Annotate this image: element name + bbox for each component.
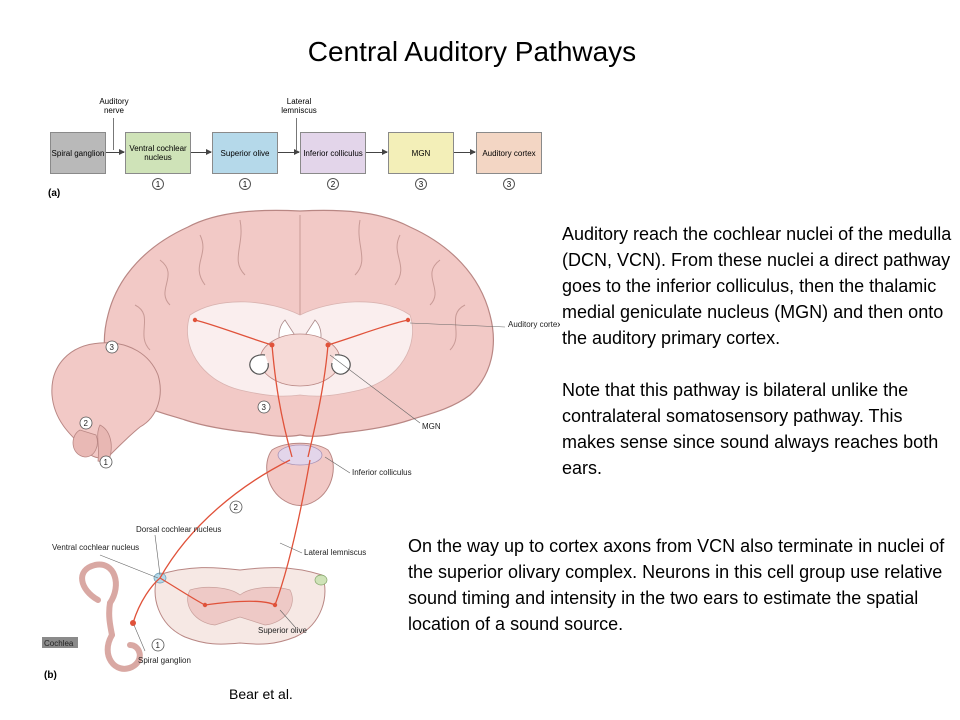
flow-arrow <box>454 149 476 155</box>
flow-box-auditory-cortex: Auditory cortex <box>476 132 542 174</box>
marker-1-bottom: 1 <box>156 641 161 650</box>
right-hippocampus <box>331 354 351 375</box>
auditory-pathway-figure: 3 2 1 3 2 1 Auditory cortex MGN Inferior… <box>42 209 560 681</box>
label-ventral-cochlear-nucleus: Ventral cochlear nucleus <box>52 543 139 552</box>
flow-arrow <box>191 149 212 155</box>
flow-number-badge: 1 <box>239 178 251 190</box>
flow-number-badge: 3 <box>415 178 427 190</box>
figure-credit: Bear et al. <box>229 686 293 702</box>
right-cortex-dot <box>405 317 411 323</box>
label-superior-olive: Superior olive <box>258 626 307 635</box>
auditory-nerve-label: Auditory nerve <box>99 97 129 115</box>
label-cochlea: Cochlea <box>44 639 74 648</box>
number-markers: 3 2 1 3 2 1 <box>79 340 271 652</box>
flow-box-spiral-ganglion: Spiral ganglion <box>50 132 106 174</box>
paragraph-bilateral-note: Note that this pathway is bilateral unli… <box>562 380 939 478</box>
auditory-pathway-lines <box>132 319 409 624</box>
page-title: Central Auditory Pathways <box>307 36 637 67</box>
pathway-flow-diagram: Auditory nerve Lateral lemniscus Spiral … <box>40 90 560 210</box>
flow-box-superior-olive: Superior olive <box>212 132 278 174</box>
marker-3-mid: 3 <box>262 403 267 412</box>
flow-number-badge: 1 <box>152 178 164 190</box>
lateral-lemniscus-pointer <box>296 118 297 150</box>
flow-number-badge: 2 <box>327 178 339 190</box>
flow-box-mgn: MGN <box>388 132 454 174</box>
flow-arrow <box>106 149 125 155</box>
cochlea-tag <box>42 637 78 648</box>
flow-number-badge: 3 <box>503 178 515 190</box>
panel-label-a: (a) <box>48 188 61 199</box>
flow-box-ventral-cochlear-nucleus: Ventral cochlear nucleus <box>125 132 191 174</box>
label-spiral-ganglion: Spiral ganglion <box>138 656 191 665</box>
thalamus <box>259 333 341 387</box>
label-lateral-lemniscus: Lateral lemniscus <box>304 548 366 557</box>
label-auditory-cortex: Auditory cortex <box>508 320 560 329</box>
paragraph-pathway-description: Auditory reach the cochlear nuclei of th… <box>562 224 952 348</box>
label-dorsal-cochlear-nucleus: Dorsal cochlear nucleus <box>136 525 221 534</box>
paragraph-superior-olive: On the way up to cortex axons from VCN a… <box>408 536 945 634</box>
flow-box-inferior-colliculus: Inferior colliculus <box>300 132 366 174</box>
label-inferior-colliculus: Inferior colliculus <box>352 468 412 477</box>
cortex-gyri <box>134 215 466 351</box>
marker-2-mid: 2 <box>234 503 239 512</box>
inferior-colliculus-shape <box>277 444 323 466</box>
label-leader-lines <box>99 322 506 652</box>
right-cochlear-nucleus <box>314 574 328 586</box>
lateral-lemniscus-label: Lateral lemniscus <box>281 97 317 115</box>
left-cortex-dot <box>192 317 198 323</box>
auditory-nerve-pointer <box>113 118 114 150</box>
label-mgn: MGN <box>422 422 441 431</box>
left-hippocampus <box>249 354 269 375</box>
flow-arrow <box>366 149 388 155</box>
inner-ear <box>79 561 143 672</box>
marker-2-side: 2 <box>84 419 89 428</box>
sagittal-cerebellum <box>72 429 98 458</box>
marker-3-top: 3 <box>110 343 115 352</box>
panel-label-b: (b) <box>44 670 57 681</box>
flow-arrow <box>278 149 300 155</box>
marker-1-side: 1 <box>104 458 109 467</box>
medulla-grey-matter <box>187 586 293 626</box>
